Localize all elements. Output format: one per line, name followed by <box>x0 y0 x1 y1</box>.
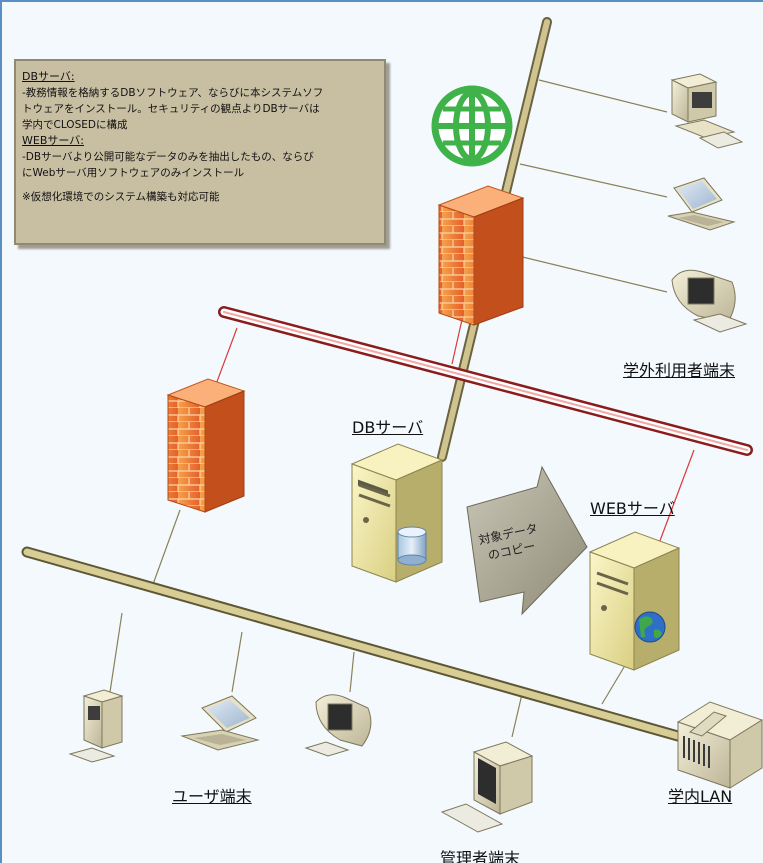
admin-terminal-icon <box>440 741 534 833</box>
external-monitor-icon <box>671 269 748 333</box>
web-server-desc-line: -DBサーバより公開可能なデータのみを抽出したもの、ならび <box>22 151 314 163</box>
copy-arrow <box>466 465 588 616</box>
db-server-icon <box>350 443 444 583</box>
web-server-icon <box>588 531 681 671</box>
db-server-desc-line: -教務情報を格納するDBソフトウェア、ならびに本システムソフ <box>22 87 324 99</box>
user-laptop-icon <box>180 695 260 751</box>
db-server-desc-line: 学内でCLOSEDに構成 <box>22 119 128 131</box>
connector-lines <box>109 79 695 738</box>
user-monitor-icon <box>304 694 372 757</box>
external-desktop-pc-icon <box>670 73 744 149</box>
external-laptop-icon <box>667 177 736 231</box>
globe-icon <box>634 611 666 643</box>
campus-lan-router-icon <box>676 701 763 789</box>
lan-backbone <box>21 546 698 746</box>
dmz-backbone <box>218 306 753 456</box>
web-server-label: WEBサーバ <box>590 499 675 518</box>
user-terminals-label: ユーザ端末 <box>172 787 252 806</box>
admin-terminal-label: 管理者端末 <box>440 849 521 863</box>
internet-globe-icon <box>431 85 513 167</box>
firewall-icon <box>166 378 246 513</box>
db-server-heading: DBサーバ: <box>22 70 75 83</box>
description-note: DBサーバ: -教務情報を格納するDBソフトウェア、ならびに本システムソフ トウ… <box>14 59 386 245</box>
web-server-heading: WEBサーバ: <box>22 134 84 147</box>
virtualization-footnote: ※仮想化環境でのシステム構築も対応可能 <box>22 191 220 203</box>
web-server-desc-line: にWebサーバ用ソフトウェアのみインストール <box>22 167 245 179</box>
db-server-desc-line: トウェアをインストール。セキュリティの観点よりDBサーバは <box>22 103 320 115</box>
note-spacer <box>22 181 378 189</box>
db-server-label: DBサーバ <box>352 418 424 437</box>
database-icon <box>397 526 427 566</box>
user-desktop-pc-icon <box>68 689 124 763</box>
external-terminals-label: 学外利用者端末 <box>623 361 736 380</box>
firewall-icon <box>437 185 525 326</box>
campus-lan-label: 学内LAN <box>668 787 733 806</box>
